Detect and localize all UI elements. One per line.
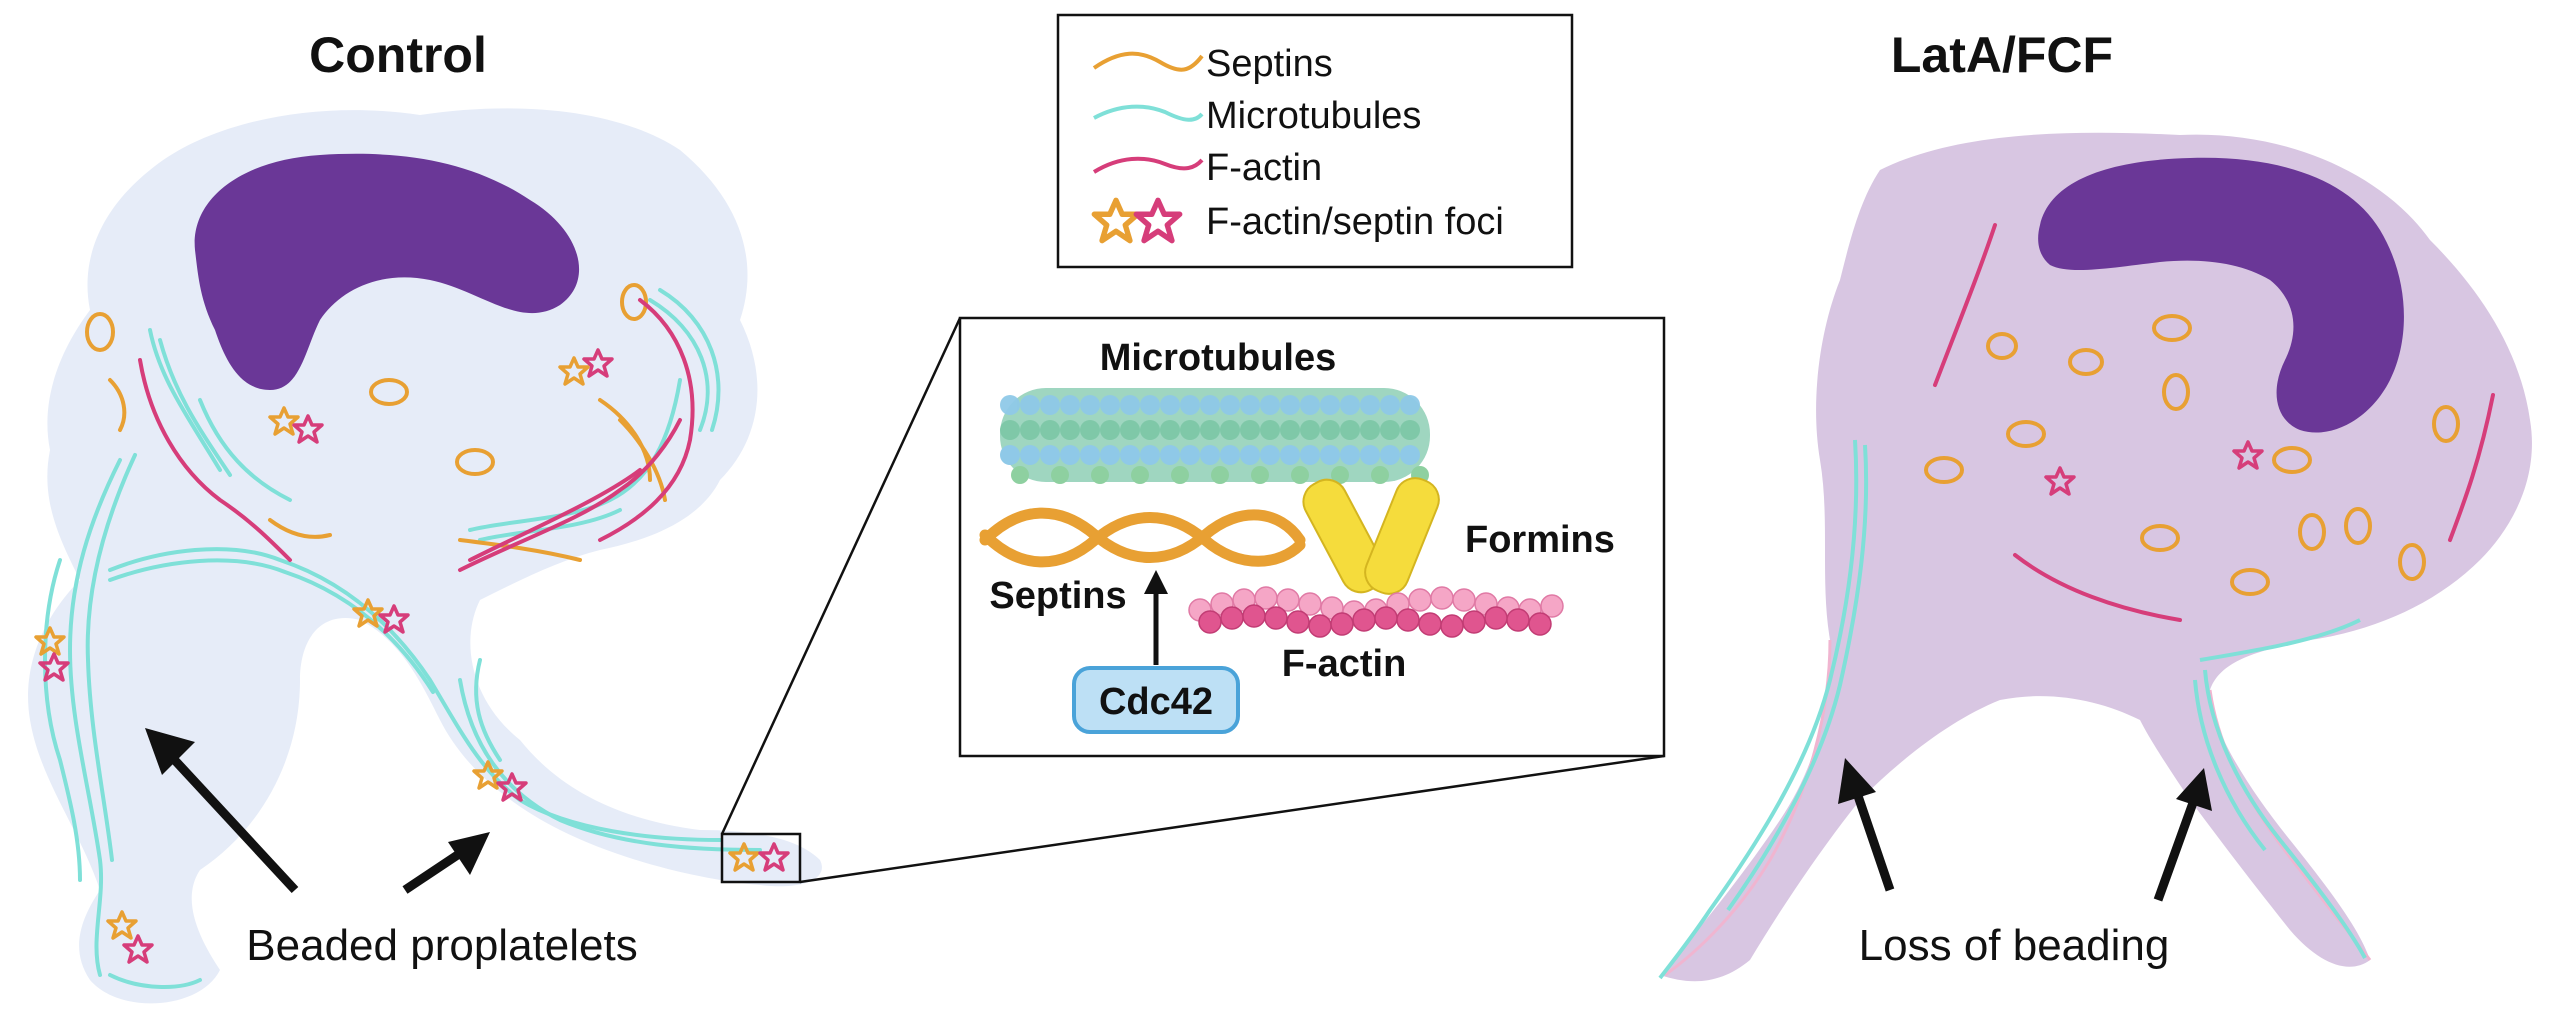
control-nucleus [194,153,580,390]
inset-microtubules-label: Microtubules [1100,337,1336,379]
cdc42-box [1072,666,1240,734]
septin-helix [979,507,1306,568]
formin-shape [1302,477,1440,595]
legend-label-septins: Septins [1206,43,1333,85]
latafcf-microtubules [1658,439,2367,980]
control-microtubules [43,288,762,989]
control-cell: Control Beaded proplatelets [28,27,822,1004]
microtubule-cylinder [1000,388,1430,484]
f-actin-chain [1188,586,1564,638]
control-zoom-box [720,832,802,884]
control-septins [85,283,667,562]
latafcf-septins [1924,314,2460,596]
inset: Microtubules Formins [958,316,1666,758]
legend-label-microtubules: Microtubules [1206,95,1421,137]
cdc42-label: Cdc42 [1099,681,1213,723]
latafcf-cell: LatA/FCF Loss of beading [1658,27,2532,982]
legend: Septins Microtubules F-actin F-actin/sep… [1056,13,1574,269]
latafcf-arrows [1838,758,2212,902]
septin-line-icon [1092,51,1204,72]
inset-septins-label: Septins [989,575,1126,617]
microtubule-line-icon [1093,104,1204,122]
latafcf-nucleus [2038,157,2404,433]
control-f-actin [138,298,695,572]
control-arrows [145,728,490,894]
legend-label-foci: F-actin/septin foci [1206,201,1504,243]
control-caption: Beaded proplatelets [246,921,637,970]
latafcf-f-actin [1933,223,2495,622]
control-title: Control [309,27,487,83]
f-actin-line-icon [1092,156,1204,174]
zoom-lines [720,317,1665,884]
latafcf-caption: Loss of beading [1859,921,2170,970]
legend-label-f-actin: F-actin [1206,147,1322,189]
inset-formins-label: Formins [1465,519,1615,561]
latafcf-title: LatA/FCF [1891,27,2113,83]
inset-f-actin-label: F-actin [1282,643,1407,685]
